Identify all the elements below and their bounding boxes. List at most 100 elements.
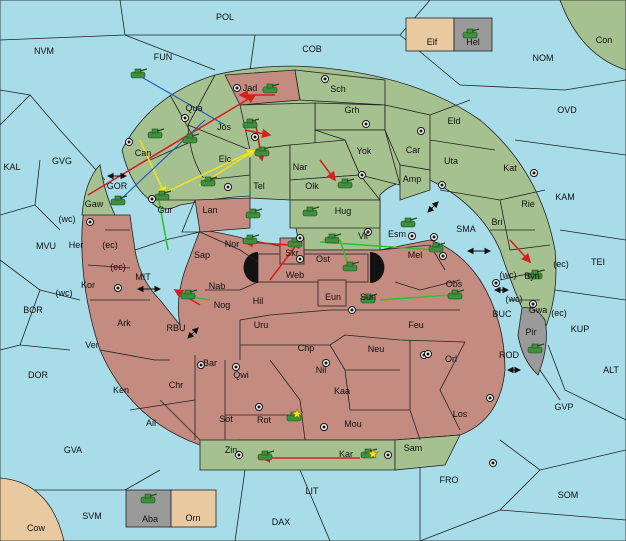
- supply-center-icon: [358, 171, 366, 179]
- coast-label-coast-5: (ec): [553, 259, 569, 269]
- supply-center-icon: [362, 120, 370, 128]
- supply-center-icon: [364, 228, 372, 236]
- units-layer: [110, 28, 545, 504]
- territory-sam[interactable]: [394, 434, 461, 471]
- land-label-obs: Obs: [446, 279, 463, 289]
- tank-icon[interactable]: [400, 217, 418, 228]
- tank-icon[interactable]: [342, 261, 360, 272]
- land-label-ail: Ail: [146, 418, 156, 428]
- supply-center-icon: [424, 350, 432, 358]
- sea-label-mit: MIT: [135, 272, 151, 282]
- order-arrow: [159, 149, 257, 196]
- territory-yok[interactable]: [314, 129, 401, 186]
- tank-icon[interactable]: [147, 128, 165, 139]
- sea-label-lit: LIT: [305, 486, 319, 496]
- corner-label-cow: Cow: [27, 523, 46, 533]
- tank-icon[interactable]: [302, 206, 320, 217]
- tank-icon[interactable]: [182, 133, 200, 144]
- territory-lan[interactable]: [194, 197, 251, 233]
- land-label-gur: Gur: [157, 205, 172, 215]
- tank-icon[interactable]: [254, 146, 272, 157]
- land-label-esm: Esm: [388, 229, 406, 239]
- land-label-skr: Skr: [285, 248, 299, 258]
- supply-center-icon: [233, 84, 241, 92]
- supply-center-icon: [529, 300, 537, 308]
- supply-center-icon: [430, 233, 438, 241]
- tank-icon[interactable]: [245, 208, 263, 219]
- tank-icon[interactable]: [527, 343, 545, 354]
- tank-icon[interactable]: [324, 233, 342, 244]
- tank-icon[interactable]: [360, 293, 378, 304]
- sea-label-som: SOM: [558, 490, 579, 500]
- sea-label-dor: DOR: [28, 370, 49, 380]
- territory-orn[interactable]: [170, 489, 217, 528]
- supply-center-icon: [296, 234, 304, 242]
- land-label-mou: Mou: [344, 419, 362, 429]
- tank-icon[interactable]: [428, 242, 446, 253]
- order-arrow: [319, 241, 436, 251]
- land-label-can: Can: [135, 148, 152, 158]
- land-label-chr: Chr: [169, 380, 184, 390]
- supply-center-icon: [322, 359, 330, 367]
- sea-label-gva: GVA: [64, 445, 82, 455]
- order-arrow: [139, 139, 167, 197]
- tank-icon[interactable]: [242, 118, 260, 129]
- tank-icon[interactable]: [200, 176, 218, 187]
- supply-center-icon: [125, 138, 133, 146]
- land-label-bar: Bar: [203, 358, 217, 368]
- star-icon: [367, 448, 379, 459]
- territory-hel[interactable]: [453, 17, 493, 52]
- land-label-car: Car: [406, 145, 421, 155]
- ship-icon[interactable]: [140, 493, 158, 504]
- tank-icon[interactable]: [154, 190, 172, 201]
- supply-center-icon: [296, 255, 304, 263]
- sea-label-gvg: GVG: [52, 156, 72, 166]
- supply-center-icon: [486, 394, 494, 402]
- sea-label-dax: DAX: [272, 517, 291, 527]
- land-label-ark: Ark: [117, 318, 131, 328]
- land-label-feu: Feu: [408, 320, 424, 330]
- land-label-sap: Sap: [194, 250, 210, 260]
- tank-icon[interactable]: [337, 178, 355, 189]
- territory-amp[interactable]: [399, 164, 431, 201]
- land-label-rot: Rot: [257, 415, 272, 425]
- land-label-ken: Ken: [113, 385, 129, 395]
- ship-icon[interactable]: [257, 450, 275, 461]
- tank-icon[interactable]: [527, 269, 545, 280]
- land-label-rie: Rie: [521, 199, 535, 209]
- territory-gaw[interactable]: [81, 164, 116, 216]
- sea-label-nom: NOM: [533, 53, 554, 63]
- tank-icon[interactable]: [180, 289, 198, 300]
- land-label-nil: Nil: [316, 365, 327, 375]
- land-label-elc: Elc: [219, 154, 232, 164]
- region-south: [81, 164, 506, 446]
- ship-icon[interactable]: [130, 68, 148, 79]
- land-label-jad: Jad: [243, 83, 258, 93]
- land-label-los: Los: [453, 409, 468, 419]
- land-label-kat: Kat: [503, 163, 517, 173]
- land-label-tel: Tel: [253, 181, 265, 191]
- sea-label-alt: ALT: [603, 365, 619, 375]
- supply-center-icon: [197, 361, 205, 369]
- tank-icon[interactable]: [462, 28, 480, 39]
- coast-label-coast-7: (ec): [551, 308, 567, 318]
- tank-icon[interactable]: [242, 234, 260, 245]
- territory-elf[interactable]: [405, 17, 455, 52]
- territory-pir[interactable]: [517, 307, 547, 376]
- land-label-qua: Qua: [185, 103, 202, 113]
- tank-icon[interactable]: [447, 289, 465, 300]
- sea-label-bor: BOR: [23, 305, 43, 315]
- tank-icon[interactable]: [110, 195, 128, 206]
- sea-label-kup: KUP: [571, 324, 590, 334]
- sea-label-ovd: OVD: [557, 105, 577, 115]
- sea-label-kal: KAL: [3, 162, 20, 172]
- supply-center-icon: [321, 75, 329, 83]
- north-territories: [187, 69, 431, 233]
- supply-center-icon: [251, 133, 259, 141]
- supply-center-icon: [235, 451, 243, 459]
- tank-icon[interactable]: [262, 83, 280, 94]
- sea-label-nvm: NVM: [34, 46, 54, 56]
- land-label-orl: Orl: [445, 354, 457, 364]
